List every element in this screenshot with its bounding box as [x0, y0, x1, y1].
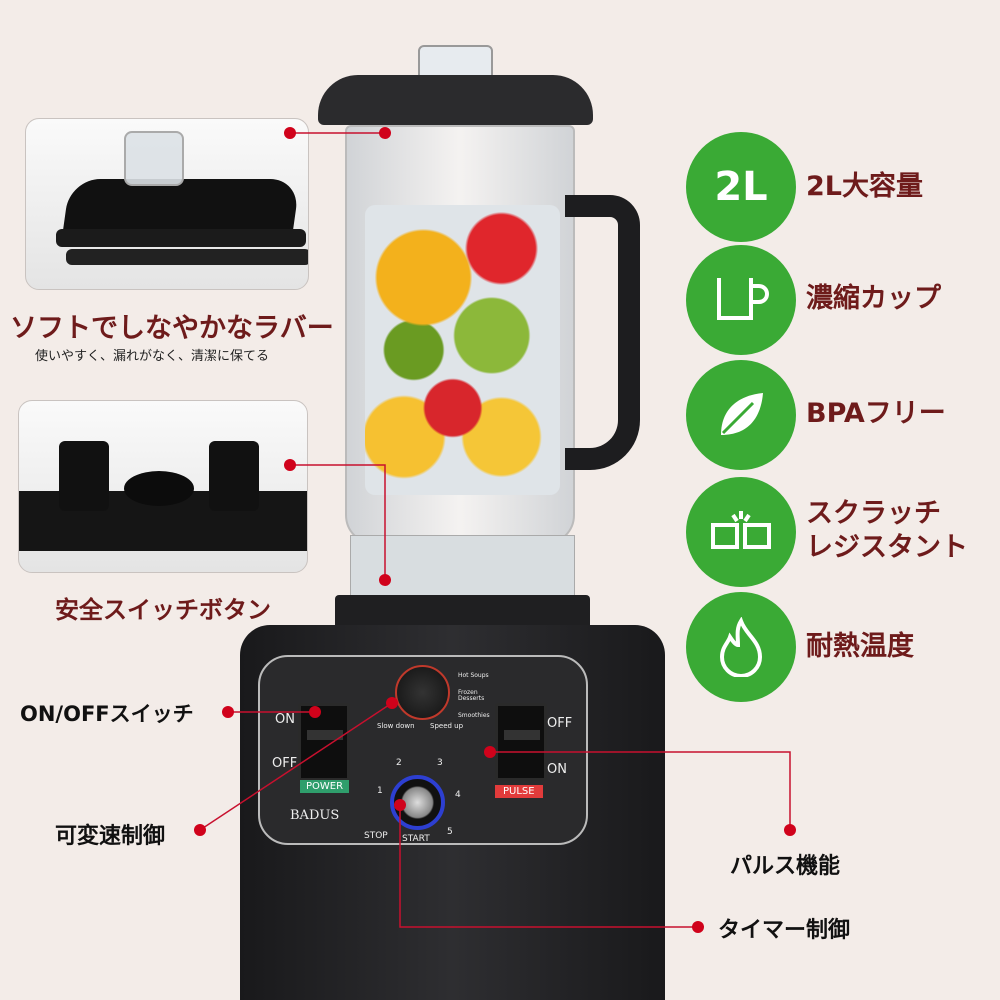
pointer-dot [484, 746, 496, 758]
timer-number-2: 2 [396, 758, 402, 768]
preset-hot-soups: Hot Soups [458, 672, 489, 679]
pointer-dot [309, 706, 321, 718]
flame-icon [686, 592, 796, 702]
feature-scratch-label: スクラッチ レジスタント [806, 498, 968, 563]
feature-capacity-label: 2L大容量 [806, 171, 923, 202]
pointer-dot [194, 824, 206, 836]
pointer-dot [386, 697, 398, 709]
feature-cup-label: 濃縮カップ [806, 283, 941, 314]
lid-title: ソフトでしなやかなラバー [10, 313, 334, 344]
stop-text: STOP [364, 831, 388, 841]
timer-label: タイマー制御 [718, 918, 851, 943]
pulse-switch[interactable] [495, 703, 547, 781]
power-switch[interactable] [298, 703, 350, 781]
feature-heat-label: 耐熱温度 [806, 631, 914, 662]
2l-badge-text: 2L [714, 164, 768, 210]
lid-closeup [25, 118, 309, 290]
scratch-resistant-icon [686, 477, 796, 587]
pointer-dot [784, 824, 796, 836]
lid-subtitle: 使いやすく、漏れがなく、清潔に保てる [35, 349, 270, 364]
pulse-on-text: ON [547, 762, 567, 777]
handle [565, 195, 640, 470]
pulse-label: パルス機能 [730, 854, 841, 879]
power-off-text: OFF [272, 756, 298, 771]
pointer-dot [222, 706, 234, 718]
safety-switch-label: 安全スイッチボタン [55, 596, 271, 624]
pulse-off-text: OFF [547, 716, 573, 731]
variable-speed-label: 可変速制御 [55, 824, 166, 849]
timer-number-4: 4 [455, 790, 461, 800]
feature-bpa-label: BPAフリー [806, 398, 946, 429]
fruits [365, 205, 560, 495]
pulse-panel-label: PULSE [495, 785, 543, 798]
timer-number-3: 3 [437, 758, 443, 768]
start-text: START [402, 834, 430, 844]
pointer-dot [379, 574, 391, 586]
pointer-dot [394, 799, 406, 811]
speed-dial[interactable] [395, 665, 450, 720]
lid [318, 75, 593, 125]
pointer-dot [379, 127, 391, 139]
pointer-dot [284, 127, 296, 139]
preset-frozen-desserts: Frozen Desserts [458, 689, 485, 702]
slow-down-text: Slow down [377, 722, 415, 730]
power-label: POWER [300, 780, 350, 793]
pointer-dot [284, 459, 296, 471]
timer-number-1: 1 [377, 786, 383, 796]
on-off-switch-label: ON/OFFスイッチ [20, 702, 194, 726]
preset-smoothies: Smoothies [458, 712, 490, 719]
leaf-icon [686, 360, 796, 470]
capacity-badge: 2L [686, 132, 796, 242]
brand-logo: BADUS [290, 808, 340, 823]
speed-up-text: Speed up [430, 722, 464, 730]
power-on-text: ON [275, 712, 295, 727]
cup-icon [686, 245, 796, 355]
timer-number-5: 5 [447, 827, 453, 837]
pointer-dot [692, 921, 704, 933]
safety-switch-closeup [18, 400, 308, 573]
